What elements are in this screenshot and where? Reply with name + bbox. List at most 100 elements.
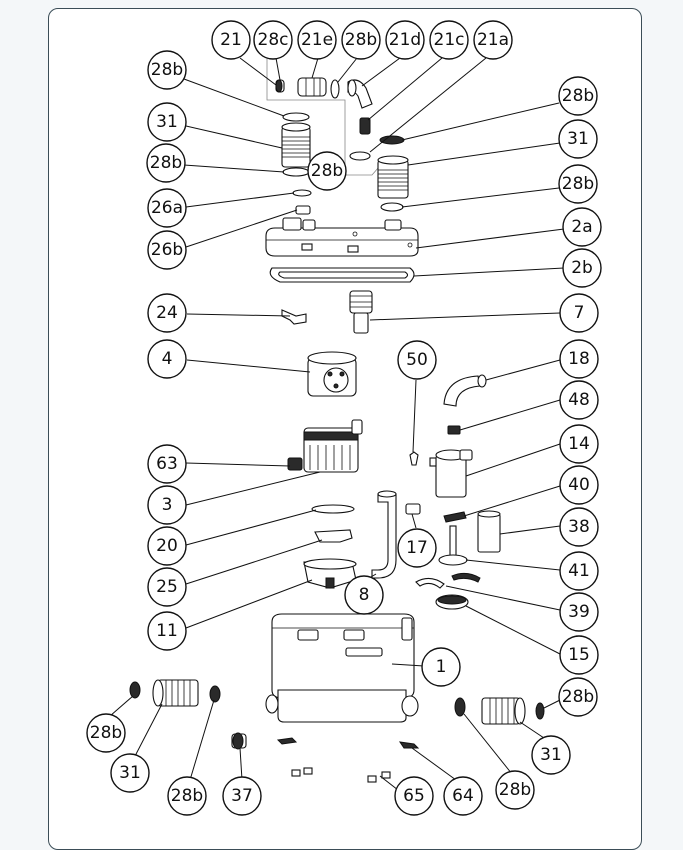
- callout-2a: 2a: [562, 207, 602, 247]
- callout-label: 28b: [345, 30, 377, 50]
- callout-26a: 26a: [147, 188, 187, 228]
- callout-label: 26b: [151, 240, 183, 260]
- leader-7: [369, 312, 561, 321]
- leader-28b-bl1: [109, 695, 134, 717]
- leader-28b-r1: [401, 102, 560, 141]
- callout-label: 21a: [477, 30, 509, 50]
- callout-28c: 28c: [253, 20, 293, 60]
- part-40: [443, 511, 467, 523]
- callout-label: 28b: [311, 161, 343, 181]
- leader-21: [239, 57, 277, 86]
- leader-28b-top: [337, 57, 358, 83]
- leader-31-br: [519, 721, 545, 739]
- callout-label: 21e: [301, 30, 333, 50]
- callout-label: 41: [568, 561, 590, 581]
- part-65-foot-b: [303, 767, 313, 775]
- callout-64: 64: [443, 776, 483, 816]
- leader-1: [391, 663, 425, 667]
- callout-label: 28b: [90, 723, 122, 743]
- leader-28c: [275, 57, 281, 81]
- callout-label: 18: [568, 349, 590, 369]
- callout-label: 65: [403, 786, 425, 806]
- callout-label: 28c: [258, 30, 289, 50]
- leader-21a: [369, 57, 487, 153]
- part-28b-bm: [454, 697, 466, 717]
- callout-21a: 21a: [473, 20, 513, 60]
- callout-label: 25: [156, 577, 178, 597]
- callout-label: 26a: [151, 198, 183, 218]
- callout-28b: 28b: [307, 151, 347, 191]
- callout-label: 3: [162, 495, 173, 515]
- leader-lines: [109, 57, 565, 791]
- leader-31-l: [185, 125, 283, 149]
- callout-label: 1: [436, 657, 447, 677]
- callout-label: 28b: [150, 153, 182, 173]
- callout-label: 21c: [434, 30, 465, 50]
- callout-label: 28b: [171, 786, 203, 806]
- part-31-r: [377, 155, 409, 199]
- callout-26b: 26b: [147, 230, 187, 270]
- callout-label: 40: [568, 475, 590, 495]
- leader-2a: [415, 228, 565, 249]
- callout-65: 65: [394, 776, 434, 816]
- leader-28b-bl2: [189, 699, 215, 781]
- callout-label: 64: [452, 786, 474, 806]
- callout-label: 50: [406, 350, 428, 370]
- callout-31: 31: [147, 102, 187, 142]
- callout-label: 31: [567, 129, 589, 149]
- leader-48: [459, 399, 561, 431]
- callout-40: 40: [559, 465, 599, 505]
- callout-11: 11: [147, 611, 187, 651]
- callouts: 21 28c 21e 28b 21d 21c 21a 28b 31 28b 28…: [86, 20, 602, 816]
- callout-label: 21d: [389, 30, 421, 50]
- callout-label: 21: [220, 30, 242, 50]
- part-21d: [347, 79, 373, 109]
- callout-label: 2b: [571, 258, 593, 278]
- callout-28b: 28b: [147, 50, 187, 90]
- callout-label: 20: [156, 536, 178, 556]
- part-28b-br: [535, 702, 545, 720]
- callout-7: 7: [559, 293, 599, 333]
- part-63: [287, 457, 303, 471]
- callout-28b: 28b: [146, 143, 186, 183]
- callout-24: 24: [147, 293, 187, 333]
- part-65-foot-a: [291, 769, 301, 777]
- part-28b-top: [330, 79, 340, 99]
- leader-24: [186, 313, 291, 317]
- leader-11: [185, 579, 313, 629]
- leader-28b-br: [543, 699, 561, 709]
- callout-28b: 28b: [558, 76, 598, 116]
- part-4-housing: [307, 351, 357, 397]
- leader-63: [185, 462, 291, 467]
- callout-label: 24: [156, 303, 178, 323]
- leader-4: [186, 359, 311, 373]
- callout-21: 21: [211, 20, 251, 60]
- part-24: [281, 309, 307, 325]
- leader-18: [485, 359, 561, 381]
- callout-label: 37: [231, 786, 253, 806]
- part-8-pipe: [371, 493, 397, 579]
- callout-label: 15: [568, 645, 590, 665]
- part-26b: [295, 205, 311, 215]
- leader-40: [463, 485, 561, 517]
- part-28b-r1: [379, 135, 405, 145]
- callout-48: 48: [559, 380, 599, 420]
- callout-label: 17: [406, 538, 428, 558]
- callout-label: 63: [156, 454, 178, 474]
- part-28b-l1: [282, 112, 310, 122]
- part-48: [447, 425, 461, 435]
- leader-15: [465, 605, 561, 655]
- part-28b-bl2: [209, 685, 221, 703]
- leader-31-bl: [133, 703, 163, 759]
- parts-illustrations: [129, 55, 545, 783]
- part-39-clamp: [415, 577, 445, 589]
- callout-label: 28b: [562, 687, 594, 707]
- callout-label: 4: [162, 349, 173, 369]
- part-28b-21a: [349, 151, 371, 161]
- callout-28b: 28b: [341, 20, 381, 60]
- leader-37: [239, 747, 243, 781]
- part-65-foot-d: [381, 771, 391, 779]
- callout-label: 31: [156, 112, 178, 132]
- leader-28b-bm: [463, 713, 513, 775]
- exploded-parts-diagram: 21 28c 21e 28b 21d 21c 21a 28b 31 28b 28…: [86, 20, 602, 816]
